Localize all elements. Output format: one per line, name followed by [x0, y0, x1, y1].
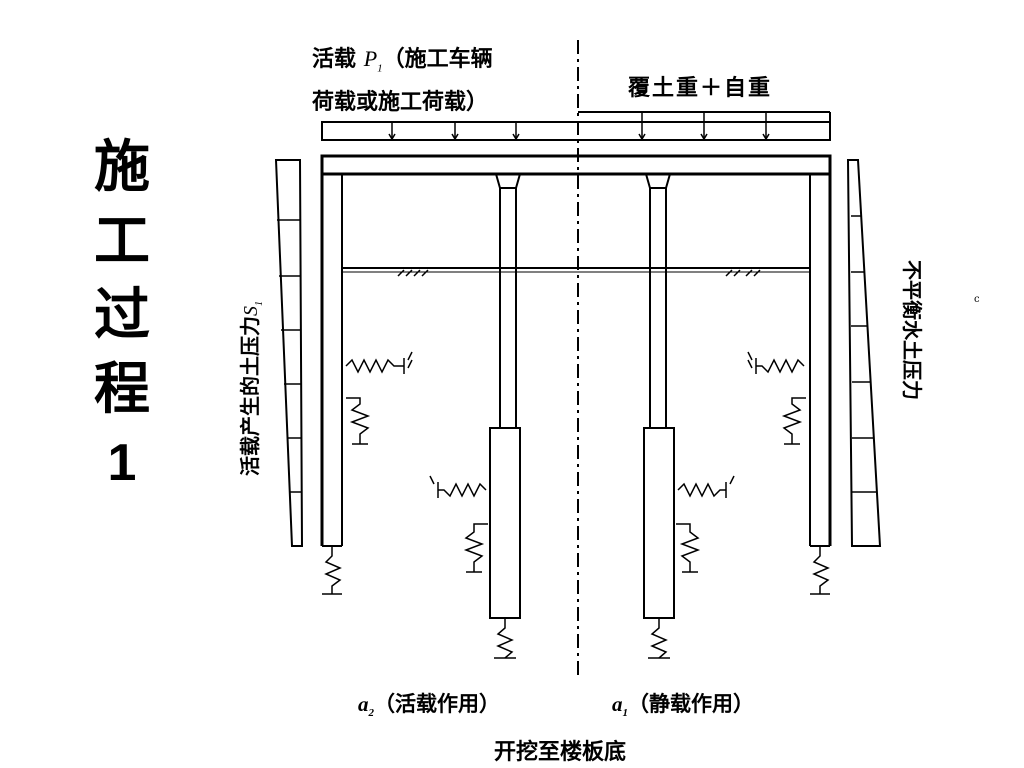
slide-title-char: 过 — [94, 282, 150, 348]
slide-title-char: 工 — [94, 208, 150, 274]
dead-load-label: 覆土重＋自重 — [628, 75, 773, 101]
slide-title: 施 工 过 程 1 — [62, 130, 182, 500]
edge-mark: c — [974, 294, 980, 305]
diagram-caption: 开挖至楼板底 — [494, 739, 627, 765]
live-load-label: 活载 P1（施工车辆 荷载或施工荷载） — [312, 42, 493, 119]
live-load-prefix: 活载 — [312, 46, 357, 72]
load-arrows — [388, 112, 770, 141]
static-load-action-label: a1（静载作用） — [612, 691, 754, 720]
column-pile-right — [643, 427, 675, 619]
load-strip — [321, 121, 831, 141]
left-earth-pressure-label: 活载产生的土压力S1 — [238, 301, 265, 476]
right-pressure-label: 不平衡水土压力 — [900, 260, 924, 400]
slide-title-char: 施 — [94, 134, 150, 200]
column-pile-left — [489, 427, 521, 619]
right-pressure-block — [846, 159, 882, 547]
live-load-symbol: P1 — [363, 46, 383, 75]
live-load-line2: 荷载或施工荷载） — [312, 89, 489, 116]
live-load-line1: （施工车辆 — [382, 46, 493, 72]
left-pressure-block — [274, 159, 304, 547]
column-cap-right — [645, 173, 671, 189]
live-load-action-label: a2（活载作用） — [358, 691, 500, 720]
slide-title-char: 程 — [94, 356, 150, 422]
column-cap-left — [495, 173, 521, 189]
slide-title-number: 1 — [107, 434, 137, 492]
top-slab — [320, 154, 832, 176]
spring-symbols — [322, 269, 830, 659]
